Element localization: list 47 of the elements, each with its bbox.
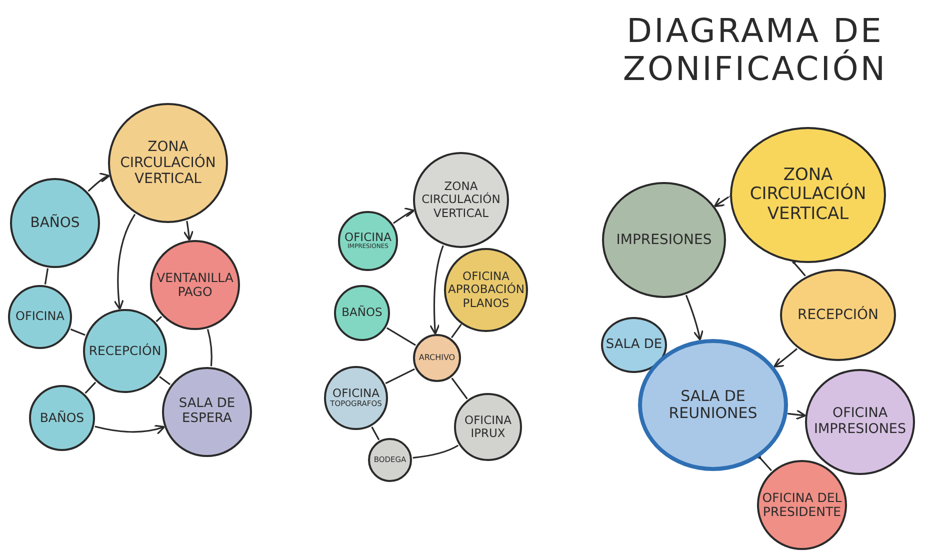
zone-label: SALA DE REUNIONES (668, 388, 758, 422)
arrow (94, 424, 166, 435)
arrow (183, 220, 194, 242)
connector-line (206, 329, 212, 366)
arrow (88, 173, 110, 192)
zone-label: OFICINA (332, 387, 380, 400)
connector-line (371, 426, 380, 440)
zone-label: BAÑOS (342, 306, 382, 320)
arrow (714, 196, 730, 208)
connector-line (412, 444, 459, 459)
connector-line (451, 378, 468, 400)
connector-line (156, 316, 162, 322)
zone-label: OFICINA IPRUX (464, 414, 512, 440)
zone-circle (413, 334, 461, 382)
zone-label: ZONA CIRCULACIÓN VERTICAL (421, 180, 501, 220)
connector-line (385, 368, 415, 384)
zone-circle (444, 248, 528, 332)
zone-label: OFICINA (344, 230, 392, 244)
arrow (788, 409, 806, 420)
zone-label: RECEPCIÓN (88, 344, 162, 358)
zone-label: IMPRESIONES (616, 232, 712, 248)
connector-line (386, 327, 416, 346)
zone-label: OFICINA (16, 310, 64, 324)
zone-circle (368, 438, 412, 482)
arrow (429, 245, 444, 335)
zone-label: OFICINA DEL PRESIDENTE (762, 490, 842, 520)
zone-label: OFICINA APROBACIÓN PLANOS (448, 270, 524, 310)
zone-label: ZONA CIRCULACIÓN VERTICAL (120, 138, 216, 188)
zone-label: BAÑOS (30, 214, 80, 232)
arrow (114, 214, 136, 310)
zone-label: ARCHIVO (418, 353, 456, 363)
zone-label: ZONA CIRCULACIÓN VERTICAL (748, 166, 868, 224)
zone-label: RECEPCIÓN (797, 306, 879, 324)
zone-label: SALA DE (606, 338, 662, 352)
connector-line (44, 268, 49, 285)
arrow (685, 294, 704, 341)
connector-line (450, 324, 462, 338)
arrow (773, 348, 798, 368)
zone-label: VENTANILLA PAGO (156, 270, 234, 300)
connector-line (159, 376, 171, 386)
zone-label: SALA DE ESPERA (178, 397, 236, 427)
connector-line (70, 328, 86, 336)
zone-label: BAÑOS (40, 410, 84, 426)
arrow (392, 208, 415, 224)
connector-line (84, 382, 96, 394)
zone-label: OFICINA IMPRESIONES (812, 406, 908, 438)
diagram-title: DIAGRAMA DE ZONIFICACIÓN (622, 12, 888, 88)
